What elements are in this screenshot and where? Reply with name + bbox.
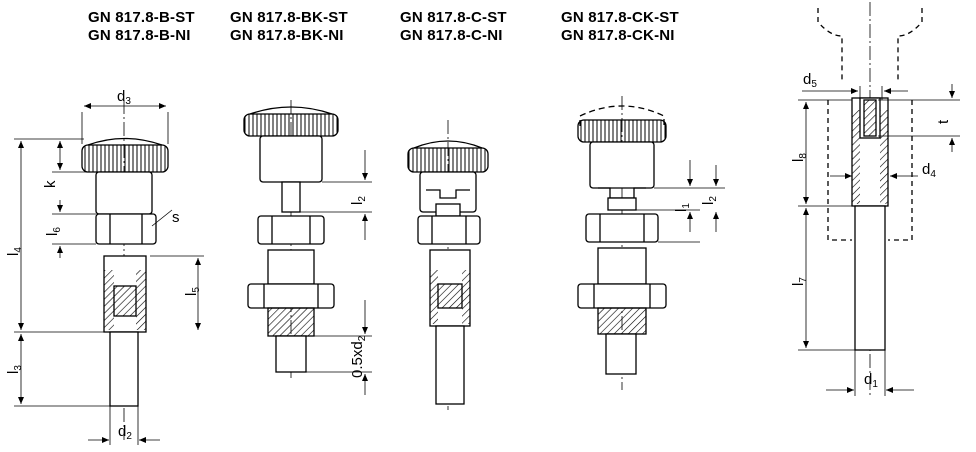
- label-half-d2: 0.5xd2: [349, 335, 368, 378]
- label-l2-ck: l2: [700, 196, 719, 205]
- title-bk-st: GN 817.8-BK-ST: [230, 9, 348, 26]
- label-l2-bk: l2: [349, 196, 368, 205]
- label-d2: d2: [118, 423, 132, 442]
- drawing-c: [407, 120, 489, 410]
- drawing-bk: [243, 100, 372, 395]
- label-l8: l8: [790, 153, 809, 162]
- drawing-b: [14, 100, 204, 445]
- title-bk-ni: GN 817.8-BK-NI: [230, 27, 344, 44]
- label-s: s: [172, 209, 180, 226]
- title-ck: GN 817.8-CK-ST GN 817.8-CK-NI: [561, 9, 679, 45]
- title-ck-st: GN 817.8-CK-ST: [561, 9, 679, 26]
- title-c: GN 817.8-C-ST GN 817.8-C-NI: [400, 9, 507, 45]
- title-b-ni: GN 817.8-B-NI: [88, 27, 191, 44]
- label-d4: d4: [922, 161, 936, 180]
- label-l4: l4: [5, 247, 24, 256]
- title-b: GN 817.8-B-ST GN 817.8-B-NI: [88, 9, 195, 45]
- drawing-ck: [577, 96, 725, 390]
- label-k: k: [42, 180, 59, 188]
- label-d5: d5: [803, 71, 817, 90]
- title-bk: GN 817.8-BK-ST GN 817.8-BK-NI: [230, 9, 348, 45]
- label-d3: d3: [117, 88, 131, 107]
- label-d1: d1: [864, 371, 878, 390]
- label-t: t: [935, 119, 952, 124]
- label-l6: l6: [44, 227, 63, 236]
- title-b-st: GN 817.8-B-ST: [88, 9, 195, 26]
- label-l7: l7: [790, 277, 809, 286]
- title-c-ni: GN 817.8-C-NI: [400, 27, 503, 44]
- drawing-detail: [798, 2, 960, 396]
- title-ck-ni: GN 817.8-CK-NI: [561, 27, 675, 44]
- label-l1: l1: [673, 203, 692, 212]
- label-l3: l3: [5, 365, 24, 374]
- label-l5: l5: [183, 287, 202, 296]
- dimension-labels: d3 d2 s k l4 l6 l5 l3 l2 0.5xd2 l1 l2 d5…: [5, 71, 952, 442]
- title-c-st: GN 817.8-C-ST: [400, 9, 507, 26]
